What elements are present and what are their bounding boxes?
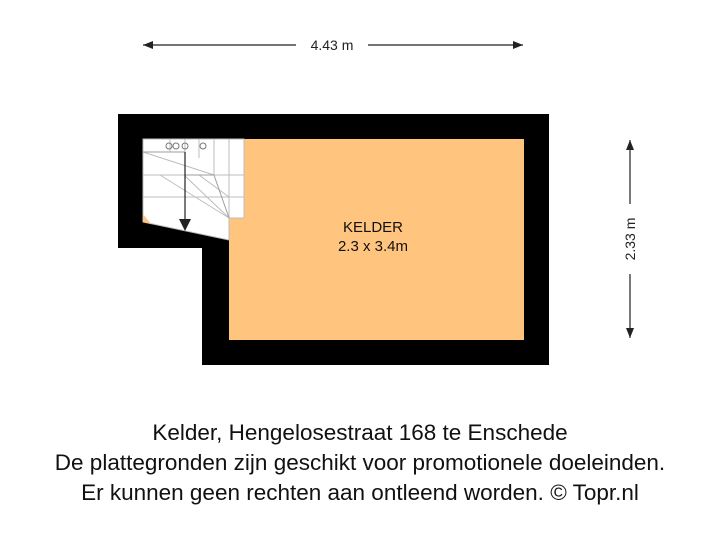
- stair-direction-arrow-icon: [179, 219, 191, 231]
- height-dimension: 2.33 m: [622, 140, 638, 338]
- caption-disclaimer-2: Er kunnen geen rechten aan ontleend word…: [81, 480, 639, 505]
- width-dimension-label: 4.43 m: [311, 37, 354, 53]
- room-name: KELDER: [343, 219, 403, 236]
- caption-address: Kelder, Hengelosestraat 168 te Enschede: [152, 420, 568, 445]
- room-size: 2.3 x 3.4m: [338, 238, 408, 255]
- baluster-icon: [165, 142, 207, 150]
- staircase: [142, 138, 245, 241]
- room-floor: [229, 139, 524, 340]
- width-dimension: 4.43 m: [143, 37, 523, 53]
- height-dimension-label: 2.33 m: [622, 218, 638, 261]
- caption-disclaimer-1: De plattegronden zijn geschikt voor prom…: [54, 450, 666, 475]
- caption: Kelder, Hengelosestraat 168 te Enschede …: [0, 418, 720, 508]
